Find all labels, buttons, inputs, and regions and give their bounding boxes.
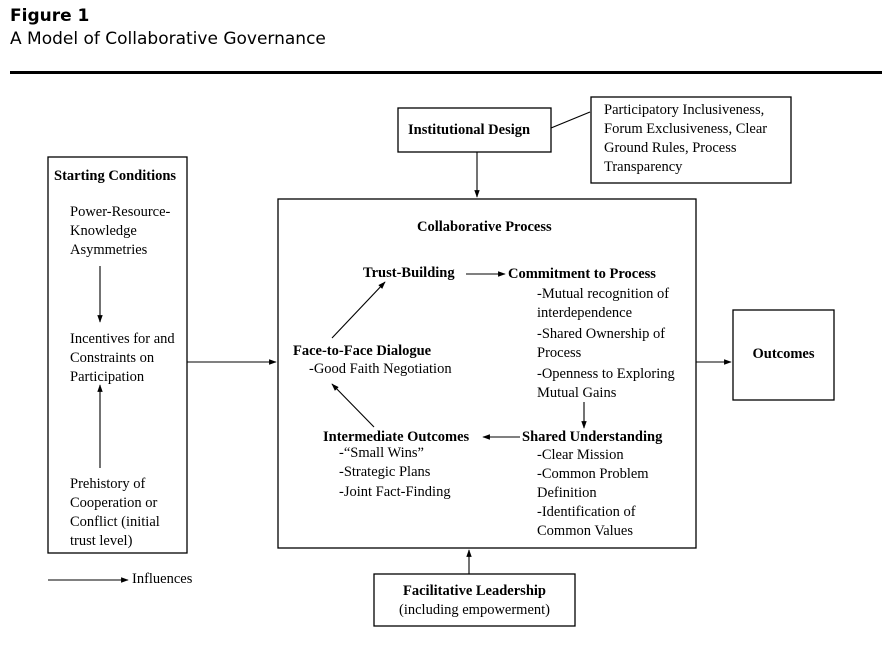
figure-title: A Model of Collaborative Governance	[10, 29, 326, 49]
sc-item-asymmetries-line-3: Asymmetries	[70, 242, 148, 258]
starting-conditions-box	[47, 156, 188, 554]
su-item-line-5: Common Values	[537, 523, 633, 539]
commitment-item-line-3: -Shared Ownership of	[537, 326, 666, 342]
id-note-line-3: Ground Rules, Process	[604, 140, 737, 156]
su-item-line-2: -Common Problem	[537, 466, 649, 482]
collaborative-process-box	[277, 198, 697, 549]
commitment-item-line-2: interdependence	[537, 305, 633, 321]
sc-item-prehistory-line-2: Cooperation or	[70, 495, 158, 511]
su-item-line-4: -Identification of	[537, 504, 636, 520]
facilitative-leadership-box	[373, 573, 576, 627]
sc-item-prehistory-line-3: Conflict (initial	[70, 514, 160, 530]
starting-conditions-title: Starting Conditions	[54, 168, 177, 184]
title-rule	[10, 71, 882, 74]
institutional-design-note-box	[590, 96, 792, 184]
collaborative-process-title: Collaborative Process	[417, 219, 552, 235]
figure-label: Figure 1	[10, 6, 90, 26]
dialogue-item: -Good Faith Negotiation	[309, 361, 452, 377]
commitment-item-line-1: -Mutual recognition of	[537, 286, 670, 302]
dialogue-title: Face-to-Face Dialogue	[293, 343, 432, 359]
legend-label: Influences	[132, 571, 193, 587]
sc-item-prehistory-line-4: trust level)	[70, 533, 133, 549]
commitment-item-line-4: Process	[537, 345, 582, 361]
commitment-title: Commitment to Process	[508, 266, 656, 282]
sc-item-prehistory-line-1: Prehistory of	[70, 476, 146, 492]
intermediate-outcomes-title: Intermediate Outcomes	[323, 429, 470, 445]
io-item-strategic-plans: -Strategic Plans	[339, 464, 431, 480]
facilitative-leadership-title: Facilitative Leadership	[403, 583, 546, 599]
commitment-item-line-5: -Openness to Exploring	[537, 366, 675, 382]
id-note-line-4: Transparency	[604, 159, 683, 175]
institutional-design-title: Institutional Design	[408, 122, 531, 138]
sc-item-incentives-line-2: Constraints on	[70, 350, 155, 366]
outcomes-title: Outcomes	[752, 346, 815, 362]
note-connector-line	[550, 111, 591, 129]
id-note-line-2: Forum Exclusiveness, Clear	[604, 121, 768, 137]
id-note-line-1: Participatory Inclusiveness,	[604, 102, 765, 118]
commitment-item-line-6: Mutual Gains	[537, 385, 617, 401]
sc-item-incentives-line-1: Incentives for and	[70, 331, 175, 347]
io-item-small-wins: -“Small Wins”	[339, 445, 424, 461]
trust-building-label: Trust-Building	[363, 265, 455, 281]
sc-item-incentives-line-3: Participation	[70, 369, 145, 385]
intermediate-to-dialogue-arrow	[331, 383, 375, 428]
sc-item-asymmetries-line-1: Power-Resource-	[70, 204, 171, 220]
su-item-line-1: -Clear Mission	[537, 447, 624, 463]
facilitative-leadership-subtitle: (including empowerment)	[399, 602, 550, 618]
sc-item-asymmetries-line-2: Knowledge	[70, 223, 137, 239]
dialogue-to-trust-arrow	[331, 281, 386, 339]
institutional-design-box	[397, 107, 552, 153]
outcomes-box	[732, 309, 835, 401]
su-item-line-3: Definition	[537, 485, 597, 501]
shared-understanding-title: Shared Understanding	[522, 429, 663, 445]
io-item-joint-fact-finding: -Joint Fact-Finding	[339, 484, 451, 500]
